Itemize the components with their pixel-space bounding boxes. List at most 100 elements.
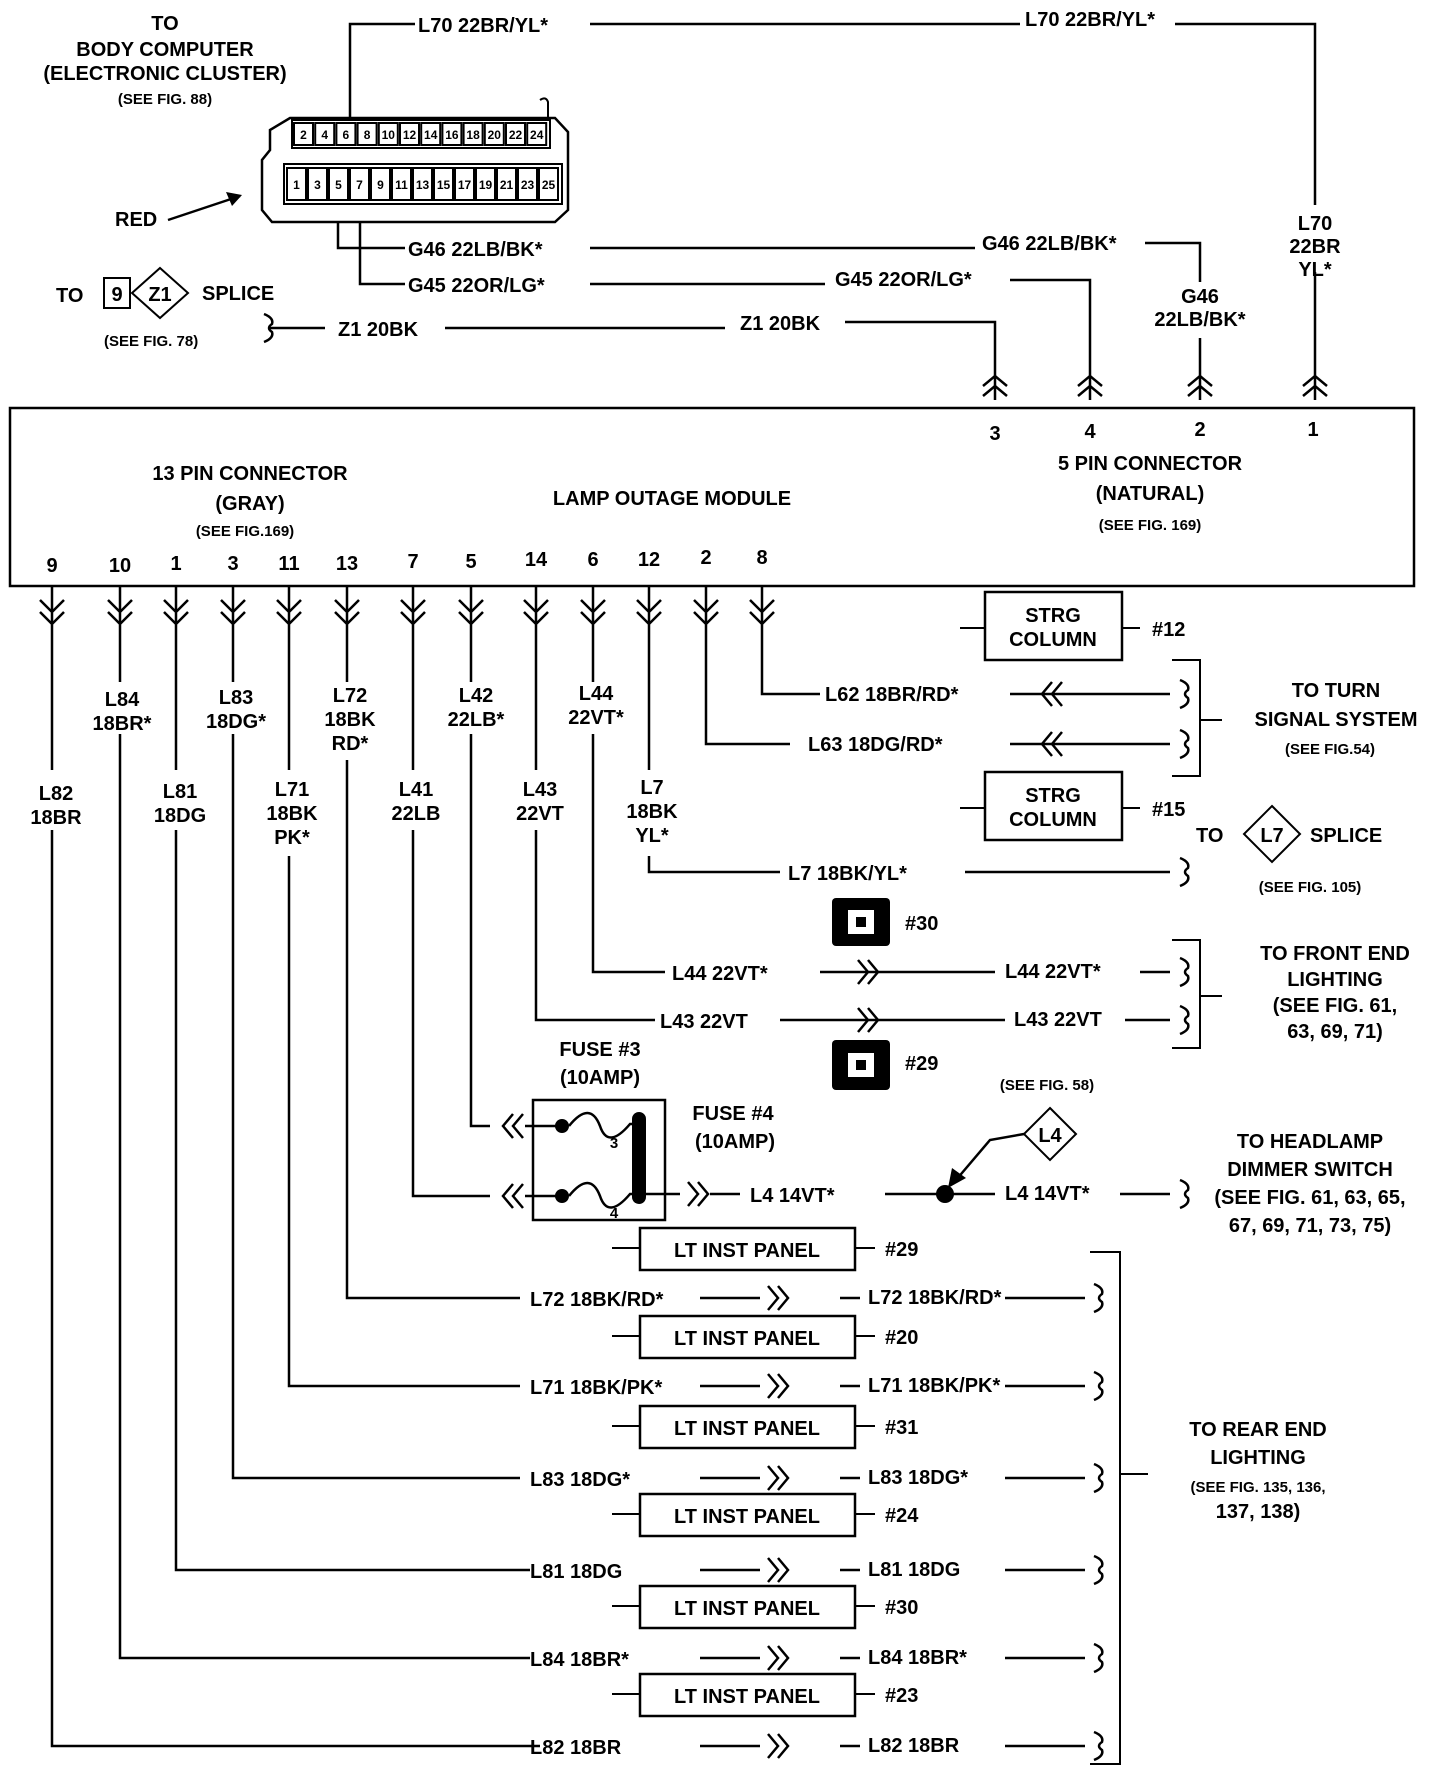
c5-pin: 1	[1307, 419, 1318, 441]
lt-inst-panel-row: LT INST PANEL#30	[612, 1584, 918, 1630]
l41-v1: L41	[399, 779, 433, 801]
fuse-bus-bar	[632, 1112, 646, 1204]
rear-wire-end-icon	[1092, 1462, 1104, 1494]
l4-leader	[955, 1132, 1025, 1181]
l83-v1: L83	[219, 687, 253, 709]
l4-diamond	[1022, 1106, 1078, 1162]
z1-wire	[268, 320, 997, 400]
lt-inst-panel-ref: #29	[885, 1239, 918, 1261]
strg2-ref: #15	[1152, 799, 1185, 821]
l7-splice-word: SPLICE	[1310, 825, 1382, 847]
top-pin-cell	[335, 122, 357, 146]
top-pin-number: 14	[424, 128, 438, 142]
lt-inst-panel-ref: #30	[885, 1597, 918, 1619]
rear-dest-1: TO REAR END	[1189, 1419, 1326, 1441]
bottom-pin-number: 13	[416, 178, 430, 192]
c13-connector-chevrons	[39, 586, 775, 630]
strg1-b: COLUMN	[1009, 629, 1097, 651]
module-title: LAMP OUTAGE MODULE	[553, 488, 791, 510]
bottom-pin-cell	[286, 167, 307, 201]
c13-pin: 2	[700, 547, 711, 569]
l84-v2: 18BR*	[93, 713, 152, 735]
bottom-pin-number: 9	[377, 178, 384, 192]
l63-vertical	[704, 630, 790, 746]
body-computer-label: TO BODY COMPUTER (ELECTRONIC CLUSTER) (S…	[43, 13, 286, 108]
z1-splice-see: (SEE FIG. 78)	[104, 333, 198, 350]
fuse3-terminal	[555, 1119, 569, 1133]
fuse3-label: FUSE #3	[559, 1039, 640, 1061]
rear-wire-label-b: L84 18BR*	[868, 1647, 967, 1669]
c13-pin: 7	[407, 551, 418, 573]
c13-pin: 12	[638, 549, 660, 571]
c13-pin: 13	[336, 553, 358, 575]
c13-pin: 6	[587, 549, 598, 571]
bottom-pin-cell	[328, 167, 349, 201]
c13-chevron-icon	[749, 586, 775, 630]
l41-v2: 22LB	[392, 803, 441, 825]
top-pin-number: 2	[300, 128, 307, 142]
strg-column-12	[983, 590, 1124, 662]
rear-wire-label-a: L81 18DG	[530, 1561, 622, 1583]
l72-vertical	[345, 630, 520, 1300]
lt-inst-panel-box	[638, 1584, 857, 1630]
g46-label-a: G46 22LB/BK*	[408, 239, 543, 261]
strg2-b: COLUMN	[1009, 809, 1097, 831]
l62-label: L62 18BR/RD*	[825, 684, 959, 706]
lt-inst-panel-ref: #23	[885, 1685, 918, 1707]
top-pin-number: 6	[343, 128, 350, 142]
l43-vertical	[534, 630, 655, 1022]
lt-inst-panel-label: LT INST PANEL	[674, 1418, 820, 1440]
rear-wire-label-a: L71 18BK/PK*	[530, 1377, 662, 1399]
g46-v2: 22LB/BK*	[1154, 309, 1245, 331]
l81-vertical	[174, 630, 530, 1572]
top-pin-number: 18	[466, 128, 480, 142]
bc-name: BODY COMPUTER	[76, 39, 254, 61]
l7-vertical	[647, 630, 780, 874]
bottom-pin-cell	[475, 167, 496, 201]
ref-29: #29	[905, 1053, 938, 1075]
l84-vertical	[118, 630, 530, 1660]
c13-title: 13 PIN CONNECTOR	[152, 463, 348, 485]
c13-pin: 3	[227, 553, 238, 575]
rear-wire-label-b: L82 18BR	[868, 1735, 960, 1757]
c13-pin: 10	[109, 555, 131, 577]
rear-wire-row: L72 18BK/RD*L72 18BK/RD*	[530, 1282, 1104, 1314]
l82-v1: L82	[39, 783, 73, 805]
lt-inst-panel-ref: #24	[885, 1505, 919, 1527]
bottom-pin-cell	[307, 167, 328, 201]
g46-wire	[336, 222, 1202, 400]
g45-label-b: G45 22OR/LG*	[835, 269, 972, 291]
c13-pin-row: 9 10 1 3 11 13 7 5 14 6 12 2 8	[46, 547, 767, 577]
lt-inst-panel-box	[638, 1404, 857, 1450]
fuse3-connector-icon	[501, 1112, 525, 1140]
head-dest-4: 67, 69, 71, 73, 75)	[1229, 1215, 1391, 1237]
fuse4-connector-icon	[501, 1182, 525, 1210]
c5-title: 5 PIN CONNECTOR	[1058, 453, 1243, 475]
c13-chevron-icon	[523, 586, 549, 630]
bc-to: TO	[151, 13, 178, 35]
bottom-pin-cell	[349, 167, 370, 201]
lt-inst-panel-row: LT INST PANEL #23	[612, 1672, 918, 1718]
strg1-ref: #12	[1152, 619, 1185, 641]
rear-dest-4: 137, 138)	[1216, 1501, 1301, 1523]
rear-wire-row: L71 18BK/PK*L71 18BK/PK*	[530, 1370, 1104, 1402]
lt-inst-panel-label: LT INST PANEL	[674, 1686, 820, 1708]
rear-dest-2: LIGHTING	[1210, 1447, 1306, 1469]
fuse4-label: FUSE #4	[692, 1103, 774, 1125]
rear-wire-label-b: L83 18DG*	[868, 1467, 968, 1489]
bottom-pin-cell	[412, 167, 433, 201]
top-pin-number: 24	[530, 128, 544, 142]
front-dest-3: (SEE FIG. 61,	[1273, 995, 1397, 1017]
l70-v1: L70	[1298, 213, 1332, 235]
l82-vertical	[50, 630, 540, 1748]
rear-wire-connector-icon	[766, 1732, 790, 1760]
rear-wire-connector-icon	[766, 1284, 790, 1312]
front-end-bracket	[1172, 939, 1222, 1049]
top-pin-cell	[526, 122, 548, 146]
l44-vertical	[591, 630, 665, 974]
c13-chevron-icon	[580, 586, 606, 630]
